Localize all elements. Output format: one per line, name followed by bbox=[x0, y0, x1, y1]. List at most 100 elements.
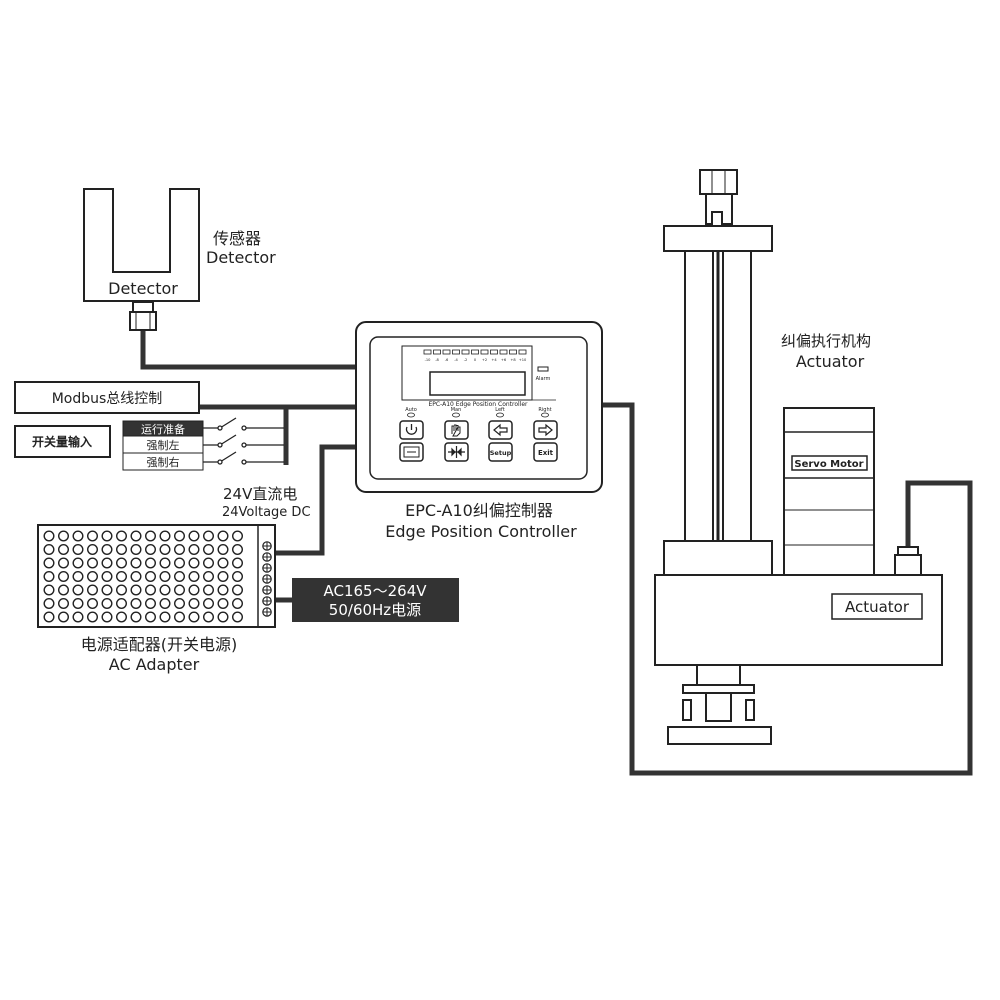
vent-hole bbox=[202, 584, 214, 596]
ac-input-box bbox=[292, 578, 459, 622]
vent-hole bbox=[173, 598, 185, 610]
vent-hole bbox=[188, 557, 200, 569]
vent-hole bbox=[115, 557, 127, 569]
led-scale-label: -4 bbox=[454, 358, 458, 362]
adapter-label-cn: 电源适配器(开关电源) bbox=[81, 635, 238, 654]
center-icon bbox=[448, 446, 465, 458]
controller-caption-cn: EPC-A10纠偏控制器 bbox=[405, 501, 553, 520]
button-setup[interactable]: Setup bbox=[488, 442, 513, 462]
vent-hole bbox=[72, 611, 84, 623]
vent-hole bbox=[231, 611, 243, 623]
vent-hole bbox=[86, 598, 98, 610]
button-center[interactable] bbox=[444, 442, 469, 462]
detector-label-cn: 传感器 bbox=[213, 229, 261, 248]
arrow-right-icon bbox=[538, 423, 553, 437]
vent-hole bbox=[115, 544, 127, 556]
switch-contacts bbox=[203, 417, 284, 465]
switch-item-left: 强制左 bbox=[147, 439, 180, 452]
vent-hole bbox=[202, 611, 214, 623]
vent-hole bbox=[43, 611, 55, 623]
led-scale-label: -10 bbox=[425, 358, 432, 362]
vent-hole bbox=[173, 557, 185, 569]
led-scale-label: -2 bbox=[464, 358, 468, 362]
led-scale-label: +6 bbox=[501, 358, 507, 362]
vent-hole bbox=[101, 530, 113, 542]
vent-hole bbox=[202, 571, 214, 583]
vent-hole bbox=[43, 530, 55, 542]
button-right[interactable] bbox=[533, 420, 558, 440]
servo-motor-label: Servo Motor bbox=[794, 459, 863, 470]
vent-hole bbox=[144, 544, 156, 556]
led-scale-label: 0 bbox=[474, 358, 477, 362]
ac-adapter: AC165～264V 50/60Hz电源 电源适配器(开关电源) AC Adap… bbox=[37, 524, 459, 674]
modbus-box bbox=[14, 381, 200, 414]
vent-hole bbox=[173, 571, 185, 583]
vent-hole bbox=[58, 530, 70, 542]
switch-input-block: 开关量输入 运行准备 强制左 强制右 bbox=[14, 417, 284, 471]
vent-hole bbox=[58, 571, 70, 583]
vent-hole bbox=[231, 584, 243, 596]
vent-hole bbox=[101, 557, 113, 569]
button-manual[interactable] bbox=[444, 420, 469, 440]
detector-label-en: Detector bbox=[206, 248, 276, 267]
vent-hole bbox=[43, 544, 55, 556]
indicator-label: Left bbox=[495, 407, 504, 413]
vent-hole bbox=[130, 557, 142, 569]
vent-hole bbox=[101, 611, 113, 623]
vent-hole bbox=[188, 571, 200, 583]
vent-hole bbox=[144, 611, 156, 623]
led-indicator bbox=[471, 349, 479, 355]
lcd-display bbox=[429, 371, 526, 396]
vent-hole bbox=[43, 571, 55, 583]
screen-icon bbox=[403, 446, 420, 458]
indicator-label: Man bbox=[451, 407, 462, 413]
vent-hole bbox=[159, 557, 171, 569]
vent-hole bbox=[43, 584, 55, 596]
vent-hole bbox=[58, 544, 70, 556]
vent-hole bbox=[188, 544, 200, 556]
led-scale-label: +4 bbox=[491, 358, 497, 362]
vent-hole bbox=[217, 557, 229, 569]
button-screen[interactable] bbox=[399, 442, 424, 462]
vent-hole bbox=[86, 571, 98, 583]
dc-power-label-cn: 24V直流电 bbox=[223, 485, 297, 503]
vent-hole bbox=[72, 584, 84, 596]
vent-hole bbox=[188, 584, 200, 596]
vent-hole bbox=[202, 557, 214, 569]
led-indicator bbox=[452, 349, 460, 355]
button-left[interactable] bbox=[488, 420, 513, 440]
vent-hole bbox=[231, 598, 243, 610]
vent-hole bbox=[72, 544, 84, 556]
switch-item-right: 强制右 bbox=[147, 455, 180, 469]
vent-hole bbox=[159, 598, 171, 610]
vent-hole bbox=[217, 584, 229, 596]
button-power[interactable] bbox=[399, 420, 424, 440]
vent-hole bbox=[86, 544, 98, 556]
vent-hole bbox=[130, 530, 142, 542]
vent-hole bbox=[58, 557, 70, 569]
top-shaft bbox=[699, 169, 738, 195]
carriage bbox=[663, 540, 773, 576]
wires bbox=[140, 330, 973, 776]
vent-holes bbox=[43, 530, 243, 623]
dc-power-wire bbox=[275, 444, 356, 556]
actuator-label-en: Actuator bbox=[796, 352, 865, 371]
vent-hole bbox=[173, 611, 185, 623]
vent-hole bbox=[231, 544, 243, 556]
led-indicator bbox=[442, 349, 451, 355]
actuator-box-label-frame bbox=[831, 593, 923, 620]
vent-hole bbox=[144, 598, 156, 610]
button-exit[interactable]: Exit bbox=[533, 442, 558, 462]
vent-hole bbox=[43, 598, 55, 610]
vent-hole bbox=[217, 611, 229, 623]
vent-hole bbox=[130, 598, 142, 610]
modbus-label: Modbus总线控制 bbox=[52, 391, 163, 407]
switch-input-box bbox=[14, 425, 111, 458]
indicator-label: Auto bbox=[405, 407, 417, 413]
vent-hole bbox=[202, 530, 214, 542]
indicator-led bbox=[407, 412, 415, 418]
detector: Detector 传感器 Detector bbox=[83, 188, 276, 331]
